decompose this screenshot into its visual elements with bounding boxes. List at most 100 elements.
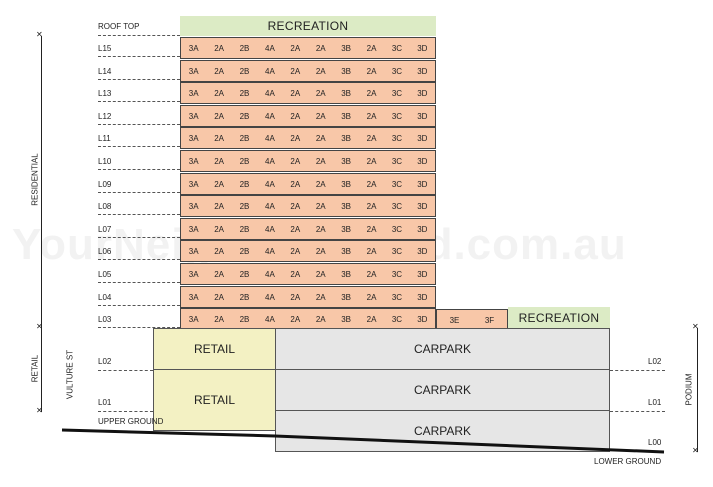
lower-ground-label: LOWER GROUND — [594, 457, 662, 466]
unit-cell: 2A — [366, 201, 377, 211]
unit-cell: 2B — [239, 156, 250, 166]
unit-cell: 2B — [239, 111, 250, 121]
level-label: L09 — [98, 180, 112, 189]
unit-cell: 3B — [341, 133, 352, 143]
unit-cell: 2A — [290, 66, 301, 76]
unit-cell: 3D — [417, 156, 428, 166]
level-label: L05 — [98, 270, 112, 279]
level-dash — [98, 282, 180, 283]
unit-cell: 3B — [341, 224, 352, 234]
left-dash-l01 — [98, 411, 153, 412]
unit-cell: 2A — [290, 156, 301, 166]
unit-cell: 4A — [265, 43, 275, 53]
unit-cell: 2A — [366, 156, 377, 166]
unit-cell: 2B — [239, 246, 250, 256]
podium-recreation: RECREATION — [508, 307, 610, 328]
unit-cell: 4A — [265, 269, 275, 279]
unit-cell: 3A — [188, 224, 199, 234]
unit-cell: 4A — [265, 246, 275, 256]
unit-cell: 3D — [417, 314, 428, 324]
unit-cell: 3D — [417, 66, 428, 76]
unit-cell: 2A — [214, 43, 224, 53]
unit-cell: 3B — [341, 269, 352, 279]
unit-cell: 2A — [214, 88, 224, 98]
unit-cell: 2A — [214, 133, 224, 143]
unit-cell: 3C — [391, 201, 403, 211]
unit-cell: 3A — [188, 43, 199, 53]
level-dash — [98, 327, 180, 328]
unit-cell: 3C — [391, 156, 403, 166]
unit-cell: 3A — [188, 156, 199, 166]
unit-cell: 2A — [315, 66, 326, 76]
unit-cell: 2A — [366, 88, 377, 98]
level-dash — [98, 214, 180, 215]
unit-cell: 3A — [188, 179, 199, 189]
unit-cell: 3C — [391, 88, 403, 98]
unit-cell: 2B — [239, 292, 250, 302]
unit-cell: 3C — [391, 292, 403, 302]
unit-cell: 2A — [366, 269, 377, 279]
unit-cell: 3A — [188, 111, 199, 121]
level-label: L04 — [98, 293, 112, 302]
unit-cell: 3E — [449, 315, 460, 325]
unit-cell: 3C — [391, 246, 403, 256]
unit-cell: 2A — [366, 66, 377, 76]
right-dash-l02 — [610, 370, 665, 371]
unit-cell: 2A — [214, 179, 224, 189]
unit-cell: 2A — [290, 224, 301, 234]
unit-cell: 2A — [366, 133, 377, 143]
unit-cell: 2A — [214, 314, 224, 324]
unit-cell: 2A — [315, 224, 326, 234]
roof-top-label: ROOF TOP — [98, 22, 140, 31]
unit-cell: 3C — [391, 179, 403, 189]
unit-cell: 2A — [366, 224, 377, 234]
left-dash-l02 — [98, 370, 153, 371]
unit-cell: 2A — [290, 292, 301, 302]
unit-cell: 3C — [391, 66, 403, 76]
unit-cell: 2A — [315, 88, 326, 98]
right-level-l00: L00 — [648, 438, 662, 447]
unit-cell: 2B — [239, 269, 250, 279]
unit-cell: 4A — [265, 133, 275, 143]
rooftop-recreation: RECREATION — [180, 16, 436, 36]
unit-cell: 3A — [188, 133, 199, 143]
level-dash — [98, 237, 180, 238]
unit-cell: 4A — [265, 314, 275, 324]
unit-cell: 2B — [239, 88, 250, 98]
unit-cell: 3D — [417, 292, 428, 302]
unit-cell: 2A — [290, 43, 301, 53]
unit-cell: 2A — [366, 179, 377, 189]
unit-cell: 3D — [417, 179, 428, 189]
carpark-l01: CARPARK — [275, 369, 610, 411]
level-dash — [98, 124, 180, 125]
unit-cell: 4A — [265, 292, 275, 302]
unit-cell: 3A — [188, 66, 199, 76]
unit-cell: 2B — [239, 43, 250, 53]
unit-cell: 4A — [265, 156, 275, 166]
unit-cell: 3F — [484, 315, 495, 325]
unit-cell: 2A — [214, 246, 224, 256]
unit-cell: 3B — [341, 88, 352, 98]
unit-cell: 2A — [315, 269, 326, 279]
unit-cell: 2A — [214, 201, 224, 211]
roof-top-dash — [98, 35, 180, 36]
unit-cell: 2A — [214, 224, 224, 234]
unit-cell: 4A — [265, 88, 275, 98]
unit-cell: 3C — [391, 111, 403, 121]
unit-cell: 2A — [290, 201, 301, 211]
unit-cell: 2A — [290, 111, 301, 121]
retail-l01: RETAIL — [153, 369, 276, 431]
retail-side-label: RETAIL — [30, 354, 40, 383]
unit-cell: 2B — [239, 201, 250, 211]
unit-cell: 4A — [265, 66, 275, 76]
unit-cell: 3B — [341, 292, 352, 302]
retail-l02: RETAIL — [153, 328, 276, 370]
unit-cell: 2A — [315, 201, 326, 211]
